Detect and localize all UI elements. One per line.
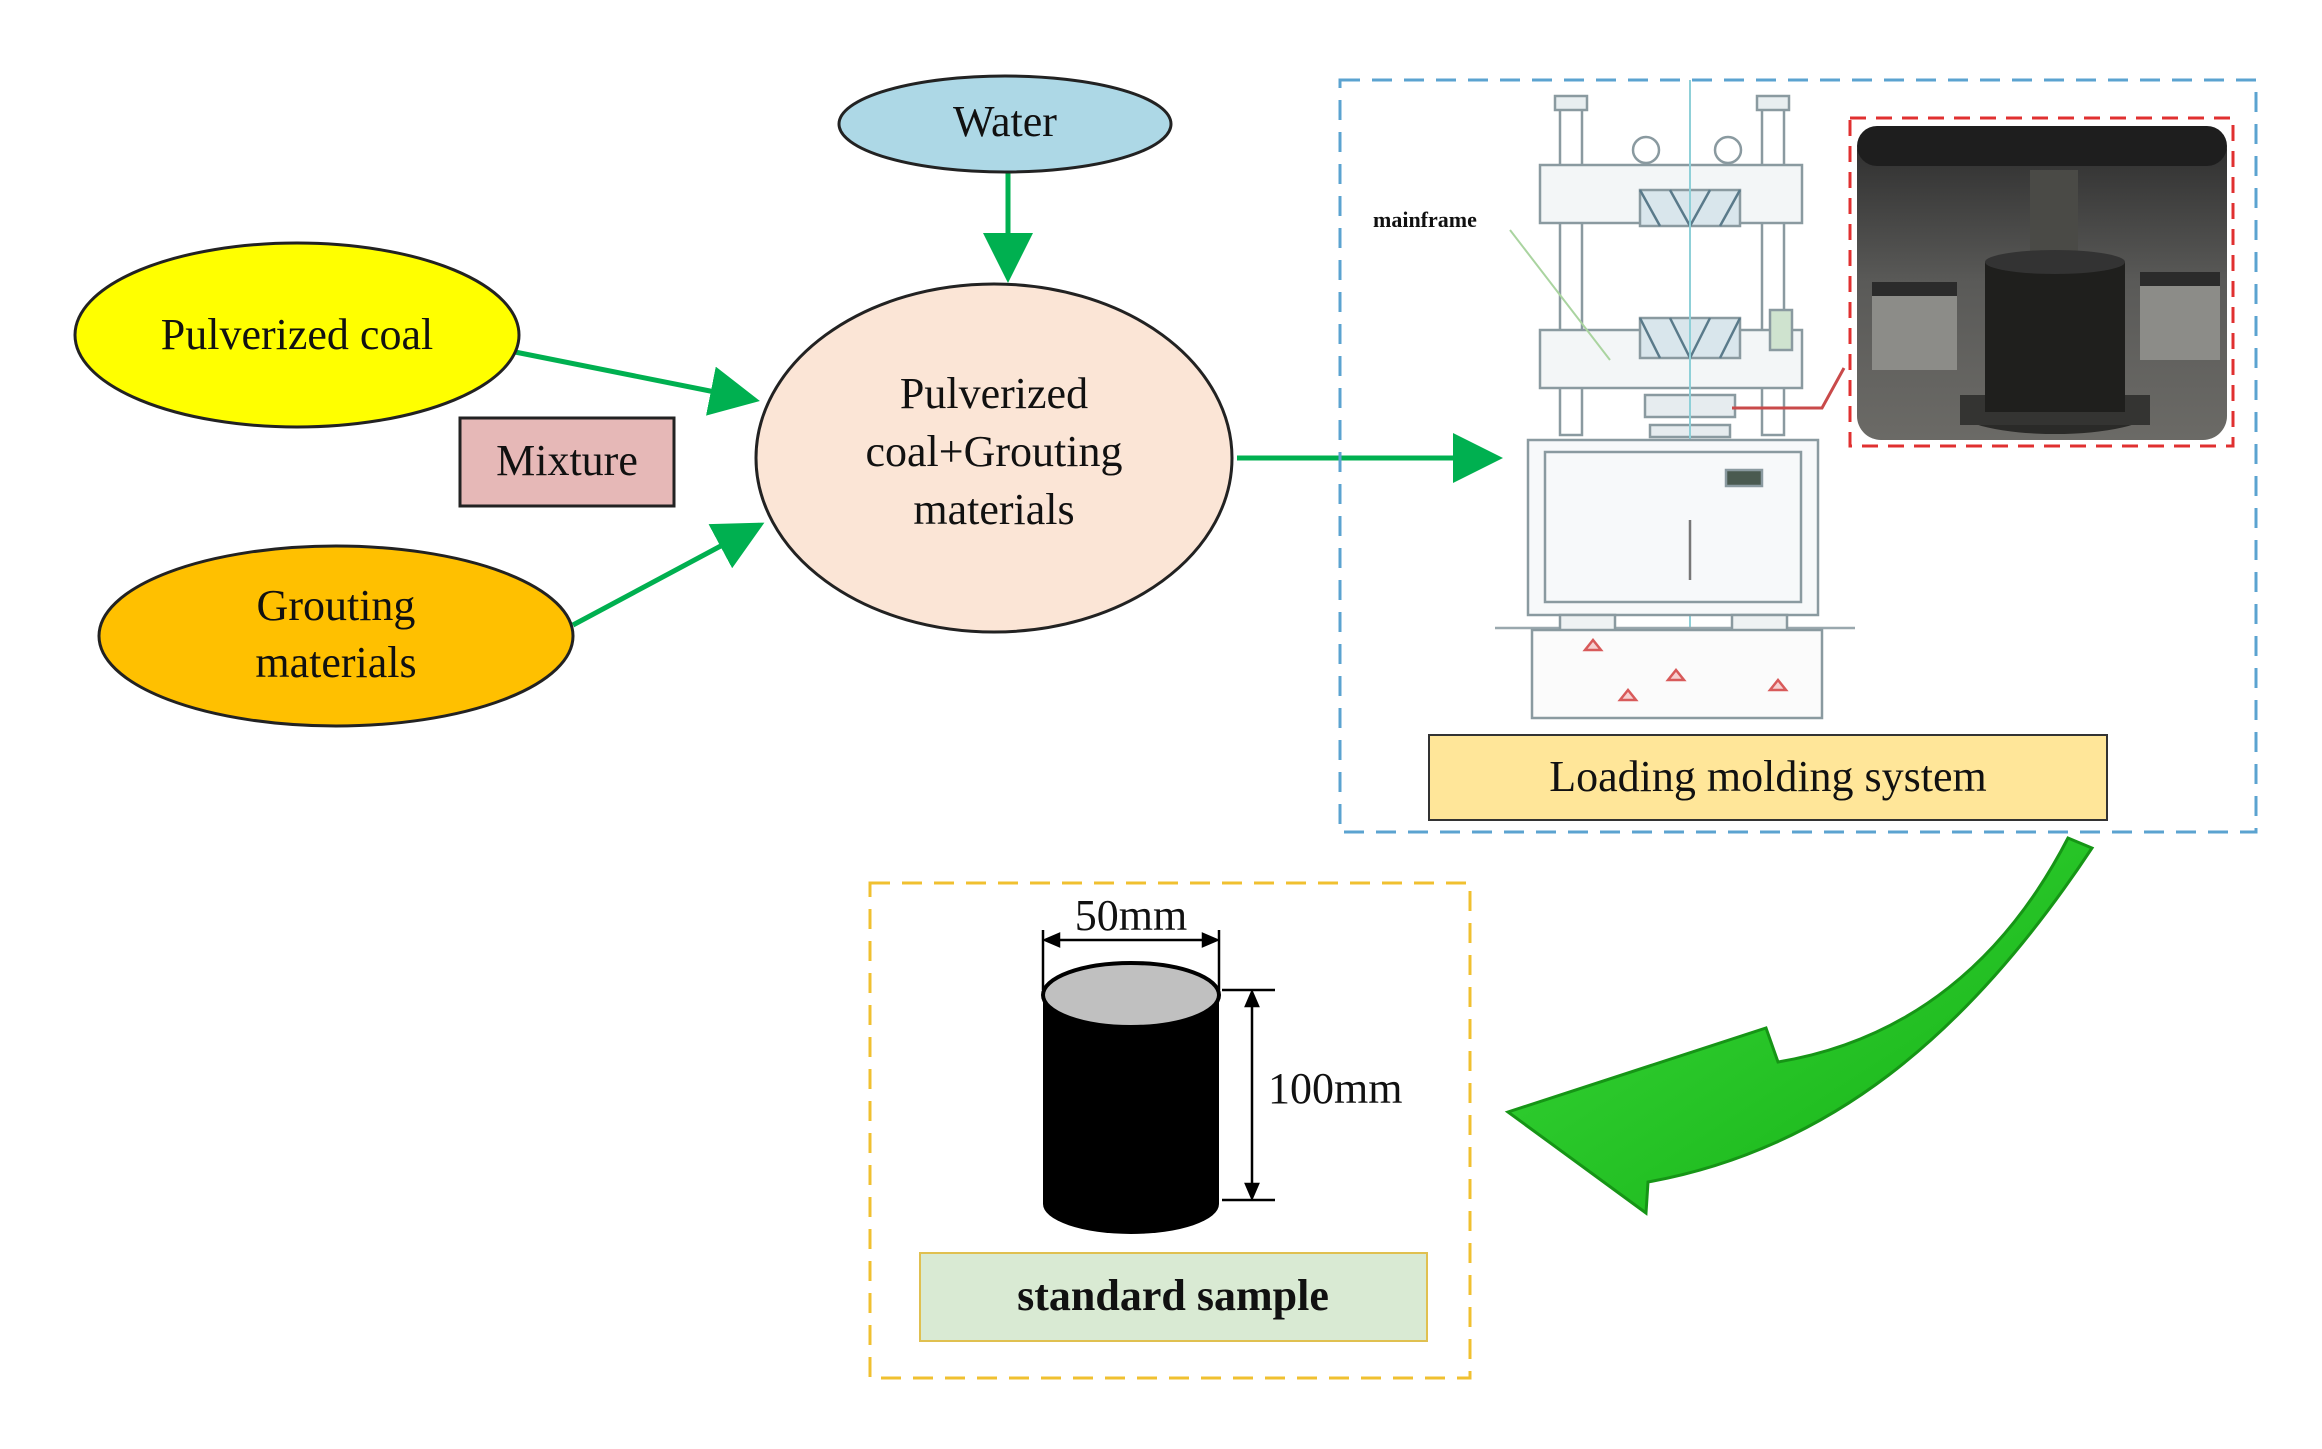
center-label-line1: Pulverized (900, 369, 1088, 418)
standard-sample-panel: 50mm 100mm standard sample (868, 881, 1472, 1380)
center-label-line3: materials (913, 485, 1074, 534)
press-machine-drawing (1495, 80, 1855, 720)
mixture-label: Mixture (496, 436, 638, 485)
sample-cylinder (1041, 961, 1221, 1234)
photo-leader-line (1732, 367, 1846, 410)
mainframe-leader-line (1509, 229, 1611, 361)
water-label: Water (953, 97, 1057, 146)
system-label-box (1428, 734, 2108, 821)
press-photo (1848, 116, 2235, 448)
grouting-label-line1: Grouting (257, 581, 416, 630)
water-node: Water (837, 74, 1173, 174)
diameter-dimension (1041, 930, 1221, 990)
grouting-materials-node: Grouting materials (97, 544, 575, 728)
sample-caption-box (919, 1252, 1428, 1342)
arrow-coal-to-center (514, 349, 760, 416)
pulverized-coal-label: Pulverized coal (161, 310, 433, 359)
height-label: 100mm (1268, 1064, 1402, 1113)
big-curved-arrow (1504, 836, 2095, 1216)
diameter-label: 50mm (1075, 891, 1187, 940)
mixture-center-node: Pulverized coal+Grouting materials (754, 282, 1234, 634)
system-label: Loading molding system (1549, 752, 1987, 801)
center-label-line2: coal+Grouting (866, 427, 1123, 476)
height-dimension (1222, 988, 1275, 1202)
mainframe-label: mainframe (1373, 207, 1477, 232)
connector-arrows (514, 172, 1503, 628)
sample-caption: standard sample (1017, 1271, 1329, 1320)
arrow-grouting-to-center (571, 522, 765, 628)
mixture-box: Mixture (458, 416, 676, 508)
loading-system-panel: mainframe Loading molding system (1338, 78, 2258, 834)
pulverized-coal-node: Pulverized coal (73, 241, 521, 429)
grouting-label-line2: materials (255, 638, 416, 687)
